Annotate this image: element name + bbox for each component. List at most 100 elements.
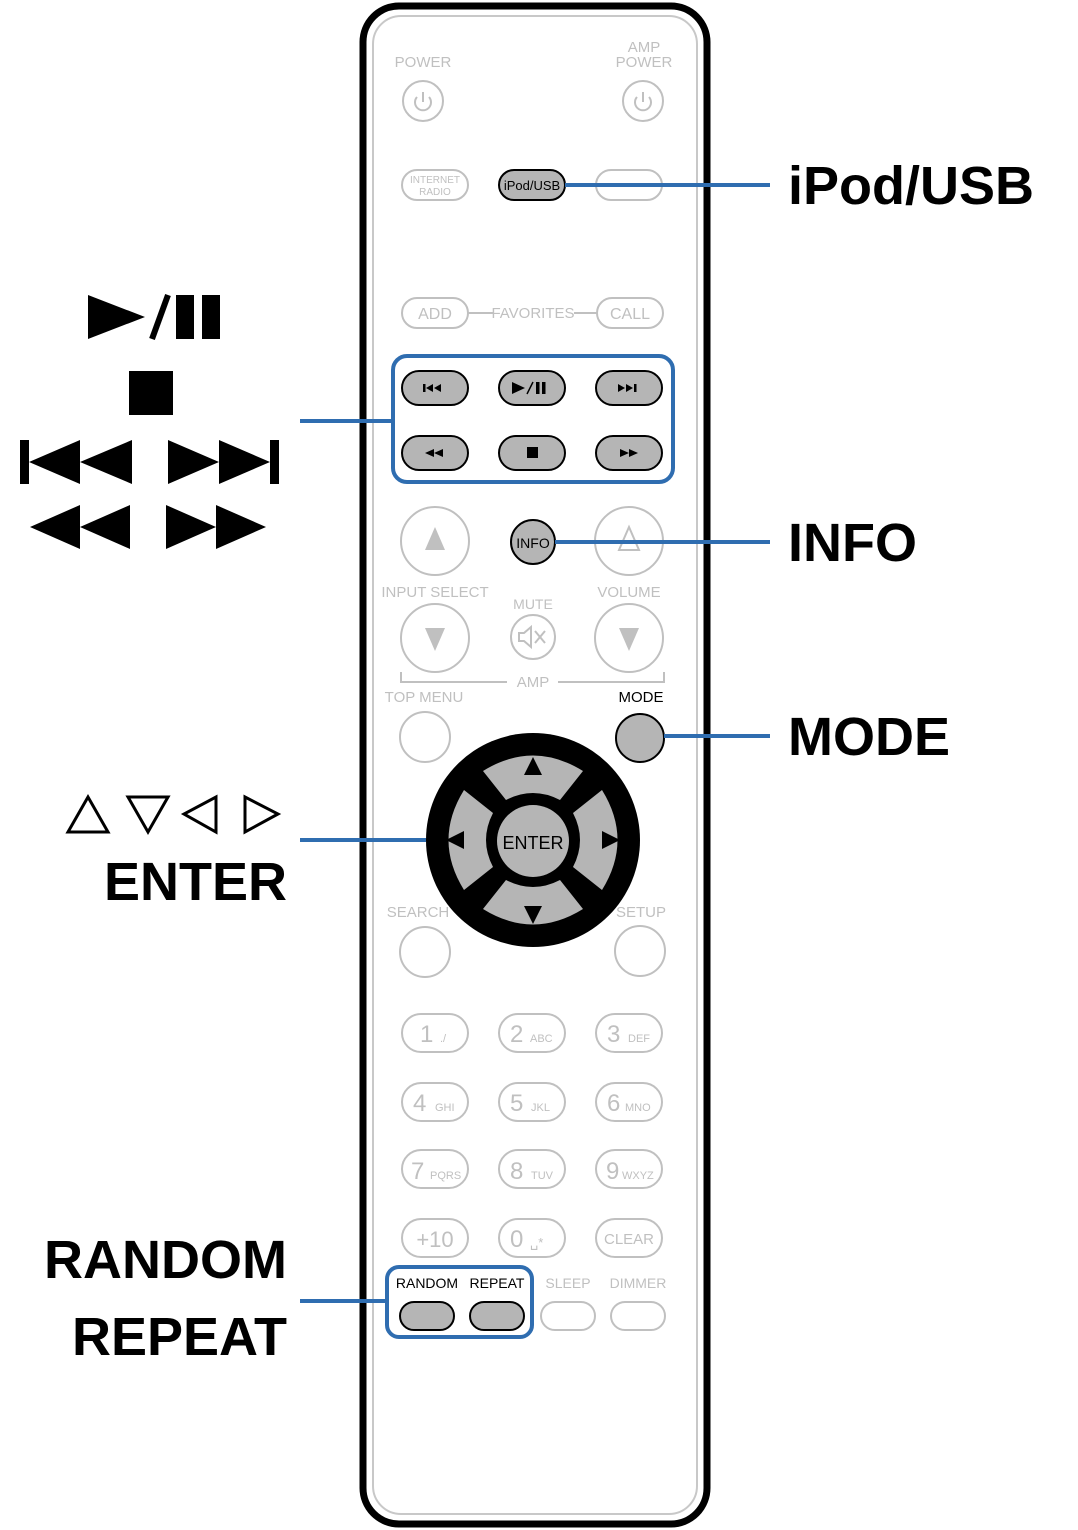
- dpad-left-button[interactable]: [448, 790, 494, 890]
- random-callout: RANDOM: [44, 1230, 287, 1290]
- mute-label: MUTE: [513, 596, 553, 612]
- dpad-left-arrow-icon: [446, 831, 464, 849]
- rewind-symbol-icon: [30, 505, 130, 549]
- key-2-sub: ABC: [530, 1033, 553, 1045]
- key-5-sub: JKL: [531, 1102, 550, 1114]
- skip-forward-icon: [618, 384, 637, 392]
- key-5-num: 5: [510, 1090, 523, 1117]
- play-pause-icon: [512, 381, 546, 395]
- ipod-usb-button-label: iPod/USB: [504, 178, 560, 193]
- dimmer-button[interactable]: [610, 1301, 666, 1331]
- key-5[interactable]: [498, 1082, 566, 1122]
- ipod-usb-callout: iPod/USB: [788, 156, 1034, 216]
- volume-up-icon: [617, 524, 641, 551]
- key-7[interactable]: [401, 1149, 469, 1189]
- amp-power-icon: [634, 92, 652, 112]
- mode-button[interactable]: [615, 713, 665, 763]
- volume-down-icon: [619, 628, 639, 651]
- enter-button[interactable]: [497, 805, 569, 877]
- key-3[interactable]: [595, 1013, 663, 1053]
- volume-down-button[interactable]: [594, 603, 664, 673]
- call-label: CALL: [610, 306, 650, 323]
- key-0-sub: ␣*: [530, 1235, 543, 1250]
- info-button-label: INFO: [516, 535, 550, 551]
- skip-back-icon: [423, 384, 441, 392]
- input-select-down-button[interactable]: [400, 603, 470, 673]
- key-8-sub: TUV: [531, 1170, 554, 1182]
- key-6-num: 6: [607, 1090, 620, 1117]
- dpad-up-arrow-icon: [524, 757, 542, 775]
- add-label: ADD: [418, 306, 452, 323]
- power-button[interactable]: [402, 80, 444, 122]
- search-label: SEARCH: [387, 904, 450, 921]
- fast-forward-symbol-icon: [166, 505, 266, 549]
- clear-label: CLEAR: [604, 1231, 654, 1248]
- skip-previous-symbol-icon: [20, 440, 132, 484]
- dimmer-label: DIMMER: [610, 1275, 667, 1291]
- call-button[interactable]: [596, 297, 664, 329]
- repeat-callout: REPEAT: [72, 1307, 287, 1367]
- dpad-down-arrow-icon: [524, 906, 542, 924]
- repeat-button[interactable]: [469, 1301, 525, 1331]
- key-1-sub: ./: [440, 1033, 447, 1045]
- key-8-num: 8: [510, 1158, 523, 1185]
- repeat-label: REPEAT: [470, 1275, 525, 1291]
- key-4-num: 4: [413, 1090, 426, 1117]
- top-menu-button[interactable]: [399, 711, 451, 763]
- key-4[interactable]: [401, 1082, 469, 1122]
- mode-callout: MODE: [788, 707, 950, 767]
- key-0-num: 0: [510, 1226, 523, 1253]
- stop-symbol-icon: [129, 371, 173, 415]
- key-2-num: 2: [510, 1021, 523, 1048]
- key-1-num: 1: [420, 1021, 433, 1048]
- input-select-up-button[interactable]: [400, 506, 470, 576]
- internet-radio-label-2: RADIO: [419, 187, 451, 198]
- random-label: RANDOM: [396, 1275, 458, 1291]
- dpad-down-button[interactable]: [483, 880, 583, 925]
- dpad-right-arrow-icon: [602, 831, 620, 849]
- key-6[interactable]: [595, 1082, 663, 1122]
- setup-label: SETUP: [616, 904, 666, 921]
- key-9-num: 9: [606, 1158, 619, 1185]
- key-1[interactable]: [401, 1013, 469, 1053]
- key-9-sub: WXYZ: [622, 1170, 654, 1182]
- clear-button[interactable]: [595, 1218, 663, 1258]
- random-button[interactable]: [399, 1301, 455, 1331]
- dpad-right-button[interactable]: [573, 790, 618, 890]
- power-icon: [414, 92, 432, 112]
- search-button[interactable]: [399, 926, 451, 978]
- sleep-button[interactable]: [540, 1301, 596, 1331]
- key-7-num: 7: [411, 1158, 424, 1185]
- info-callout: INFO: [788, 513, 917, 573]
- mute-button[interactable]: [510, 614, 556, 660]
- top-menu-label: TOP MENU: [385, 689, 464, 706]
- internet-radio-button[interactable]: [401, 169, 469, 201]
- key-4-sub: GHI: [435, 1102, 455, 1114]
- remote-inner-border: [372, 15, 698, 1515]
- amp-power-button[interactable]: [622, 80, 664, 122]
- triangle-down-icon: [425, 628, 445, 651]
- amp-power-label-2: POWER: [616, 54, 673, 71]
- key-0[interactable]: [498, 1218, 566, 1258]
- setup-button[interactable]: [614, 925, 666, 977]
- internet-radio-label-1: INTERNET: [410, 175, 460, 186]
- triangle-up-icon: [425, 527, 445, 550]
- fast-forward-icon: [620, 449, 638, 457]
- power-label: POWER: [395, 54, 452, 71]
- enter-callout: ENTER: [104, 852, 287, 912]
- rewind-icon: [425, 449, 443, 457]
- volume-label: VOLUME: [597, 584, 660, 601]
- amp-label: AMP: [517, 674, 550, 691]
- key-8[interactable]: [498, 1149, 566, 1189]
- mute-speaker-icon: [518, 624, 546, 650]
- dpad-up-button[interactable]: [483, 755, 583, 801]
- keypad: 1 ./ 2 ABC 3 DEF 4 GHI 5 JKL 6 MNO 7 PQR…: [401, 1013, 663, 1258]
- stop-icon: [527, 447, 538, 458]
- play-pause-button[interactable]: [498, 370, 566, 406]
- key-2[interactable]: [498, 1013, 566, 1053]
- key-plus10[interactable]: [401, 1218, 469, 1258]
- skip-next-symbol-icon: [168, 440, 279, 484]
- key-9[interactable]: [595, 1149, 663, 1189]
- key-3-num: 3: [607, 1021, 620, 1048]
